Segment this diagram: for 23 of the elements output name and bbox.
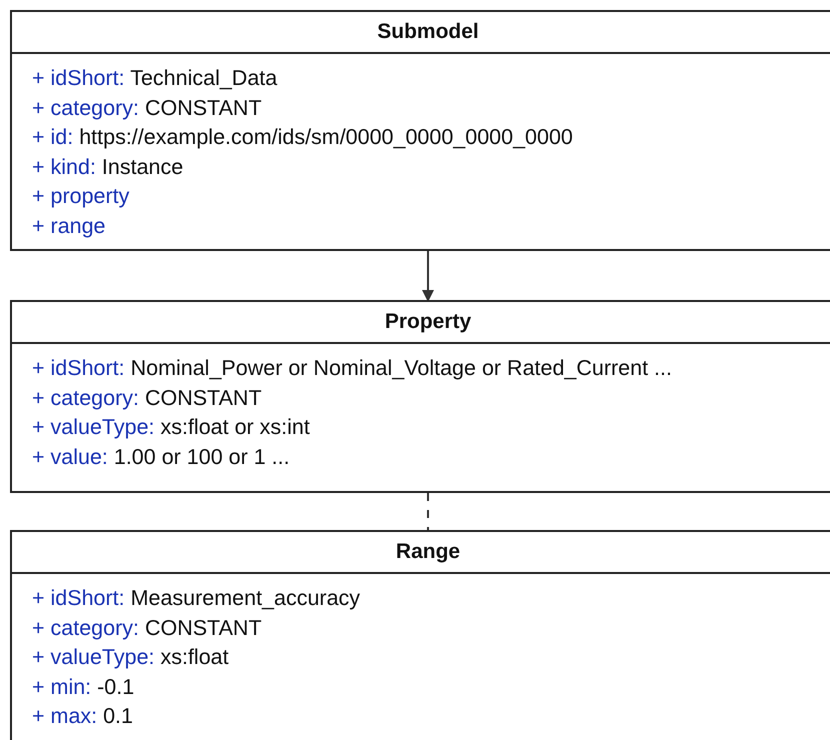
class-name: Range bbox=[12, 532, 830, 574]
attribute-text: + category: CONSTANT bbox=[32, 94, 262, 122]
class-name: Property bbox=[12, 302, 830, 344]
attribute-text: + category: CONSTANT bbox=[32, 614, 262, 642]
attribute-text: + min: -0.1 bbox=[32, 674, 134, 700]
attribute-text: + kind: Instance bbox=[32, 154, 184, 180]
class-box bbox=[10, 530, 830, 740]
class-name: Submodel bbox=[12, 12, 830, 54]
attribute-text: + idShort: Measurement_accuracy bbox=[32, 585, 360, 612]
attribute-text: + max: 0.1 bbox=[32, 703, 133, 730]
attribute-text: + valueType: xs:float bbox=[32, 644, 229, 671]
attribute-text: + valueType: xs:float or xs:int bbox=[32, 414, 310, 441]
attribute-text: + range bbox=[32, 212, 106, 240]
attribute-text: + category: CONSTANT bbox=[32, 384, 262, 412]
class-box bbox=[10, 10, 830, 251]
attribute-text: + idShort: Nominal_Power or Nominal_Voltage or Rated_Current ... bbox=[32, 355, 672, 382]
arrow bbox=[422, 251, 434, 302]
attribute-text: + id: https://example.com/ids/sm/0000_0000_0000_0000 bbox=[32, 124, 573, 151]
attribute-text: + idShort: Technical_Data bbox=[32, 65, 278, 92]
attribute-text: + property bbox=[32, 183, 130, 210]
class-box bbox=[10, 300, 830, 493]
dashed-line bbox=[427, 493, 429, 530]
attribute-text: + value: 1.00 or 100 or 1 ... bbox=[32, 444, 290, 470]
